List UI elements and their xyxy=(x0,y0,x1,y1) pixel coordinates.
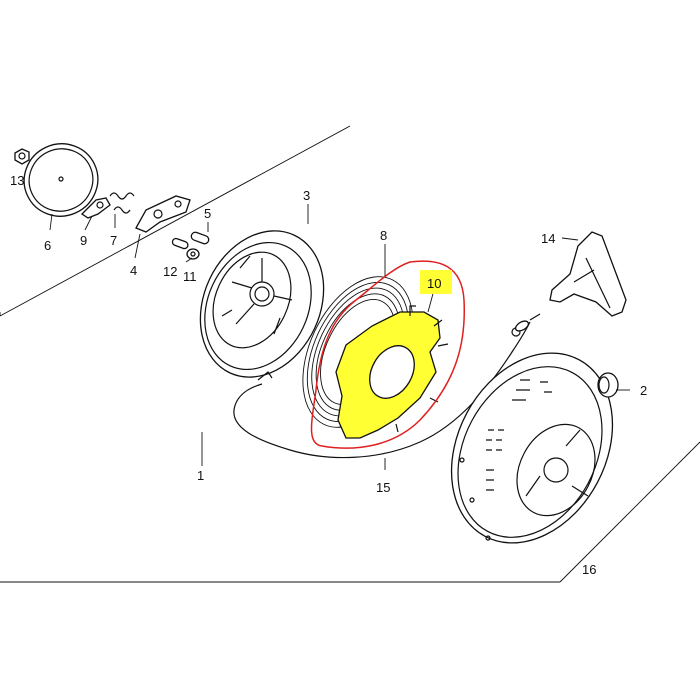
label-part-6: 6 xyxy=(44,238,51,253)
diagram-frame xyxy=(0,125,700,583)
part-7-spring xyxy=(109,192,135,214)
part-13-nut xyxy=(14,148,30,165)
label-part-7: 7 xyxy=(110,233,117,248)
part-15-rope xyxy=(233,313,541,459)
label-part-4: 4 xyxy=(130,263,137,278)
part-10-label-highlight xyxy=(420,270,452,294)
part-9-pawl xyxy=(80,197,111,219)
part-12-pin xyxy=(171,237,189,250)
part-4-guide xyxy=(135,195,191,233)
label-part-2: 2 xyxy=(640,383,647,398)
label-part-11: 11 xyxy=(183,269,197,284)
highlight-outline xyxy=(310,260,466,449)
part-labels: 13 6 9 7 4 5 12 11 3 8 10 14 2 15 1 16 xyxy=(10,173,647,577)
label-part-12: 12 xyxy=(163,264,177,279)
part-11-washer xyxy=(186,248,200,260)
part-3-reel xyxy=(199,230,325,378)
label-part-1: 1 xyxy=(197,468,204,483)
part-14-handle xyxy=(549,231,627,317)
label-part-9: 9 xyxy=(80,233,87,248)
label-part-10: 10 xyxy=(427,276,441,291)
part-10-spring-case xyxy=(335,305,449,439)
label-part-3: 3 xyxy=(303,188,310,203)
label-part-15: 15 xyxy=(376,480,390,495)
part-16-starter-case xyxy=(450,352,614,544)
label-part-16: 16 xyxy=(582,562,596,577)
label-part-8: 8 xyxy=(380,228,387,243)
label-part-14: 14 xyxy=(541,231,555,246)
part-6-plate xyxy=(23,143,99,217)
label-part-13: 13 xyxy=(10,173,24,188)
part-2-cap xyxy=(597,372,619,398)
part-5-pin xyxy=(190,231,210,245)
label-part-5: 5 xyxy=(204,206,211,221)
